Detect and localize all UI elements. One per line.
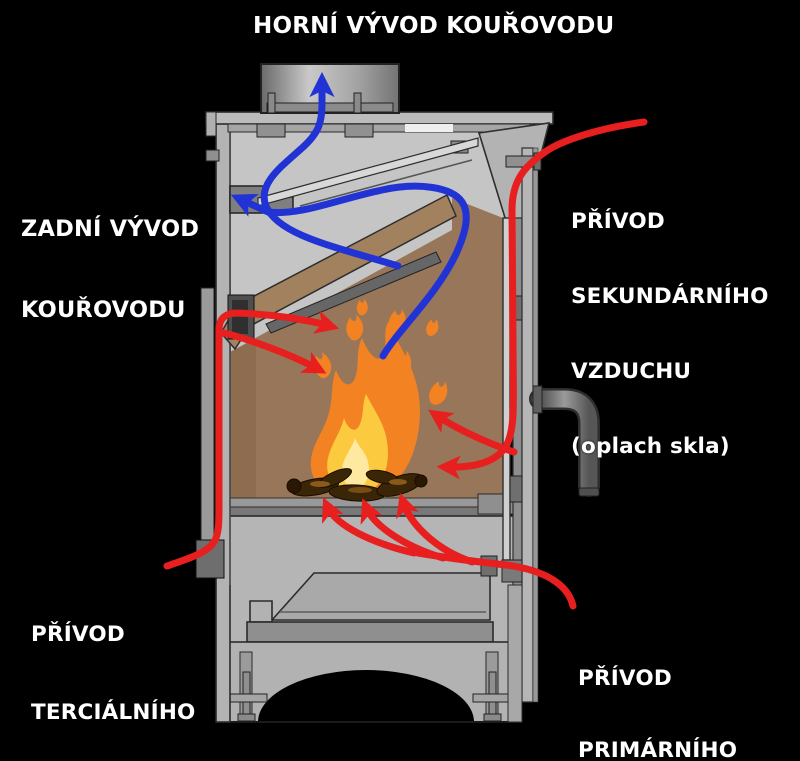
door-glass	[502, 217, 511, 561]
plinth-arch	[258, 670, 474, 722]
rear-convection-shell	[200, 287, 215, 543]
flue-collar	[260, 63, 400, 114]
smoke-flow-arrows	[230, 71, 470, 360]
door-hinge-lower	[509, 475, 523, 503]
smoke-arrow-top-outlet	[260, 71, 402, 270]
secondary-air-path	[428, 118, 648, 480]
fire	[286, 298, 448, 502]
top-plate	[205, 111, 554, 137]
door-handle	[529, 385, 600, 497]
firebox-side-lining	[230, 340, 256, 500]
flame-core	[342, 438, 370, 490]
primary-air-path	[322, 492, 577, 610]
door-front	[480, 147, 542, 723]
stove-body	[195, 63, 600, 723]
label-top-flue-outlet: HORNÍ VÝVOD KOUŘOVODU	[253, 13, 615, 39]
plinth	[216, 641, 522, 723]
label-secondary-air: PŘÍVOD SEKUNDÁRNÍHO VZDUCHU (oplach skla…	[571, 209, 769, 459]
label-tertiary-air: PŘÍVOD TERCIÁLNÍHO VZDUCHU	[31, 622, 196, 725]
tertiary-air-path	[163, 309, 340, 570]
label-primary-air: PŘÍVOD PRIMÁRNÍHO VZDUCHU	[578, 666, 738, 761]
label-rear-flue-outlet: ZADNÍ VÝVOD KOUŘOVODU	[21, 216, 200, 323]
smoke-arrow-rear-outlet	[230, 182, 470, 360]
ash-pan	[249, 572, 491, 623]
front-rail	[246, 621, 494, 643]
leveling-bolt-right	[472, 671, 514, 722]
air-flow-arrows	[163, 118, 648, 610]
legs	[226, 651, 514, 722]
logs	[286, 468, 428, 502]
